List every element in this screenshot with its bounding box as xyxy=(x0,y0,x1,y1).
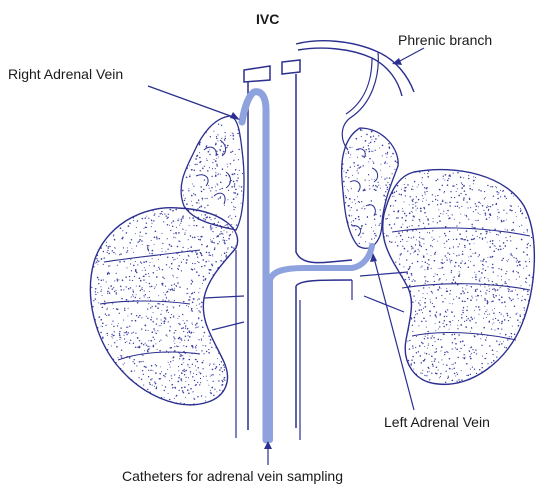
right-kidney xyxy=(90,208,244,405)
left-adrenal-gland xyxy=(342,128,399,248)
phrenic-branch-label: Phrenic branch xyxy=(398,32,492,48)
leader-lines xyxy=(148,48,424,465)
catheter-right xyxy=(242,92,266,440)
right-adrenal-vein-leader xyxy=(148,86,236,118)
catheters xyxy=(242,92,372,440)
phrenic-branch-vessel xyxy=(296,41,414,150)
right-adrenal-vein-arrow xyxy=(230,112,240,120)
catheters-label: Catheters for adrenal vein sampling xyxy=(122,468,343,484)
phrenic-branch-leader xyxy=(398,48,424,62)
left-adrenal-vein-leader xyxy=(374,258,414,410)
arrowheads xyxy=(230,58,402,449)
catheter-left xyxy=(270,246,372,440)
right-adrenal-vein-label: Right Adrenal Vein xyxy=(8,66,123,82)
stipple-clipRK xyxy=(89,204,240,415)
ivc xyxy=(236,60,352,440)
left-adrenal-vein-label: Left Adrenal Vein xyxy=(384,414,490,430)
ivc-label: IVC xyxy=(256,11,279,27)
